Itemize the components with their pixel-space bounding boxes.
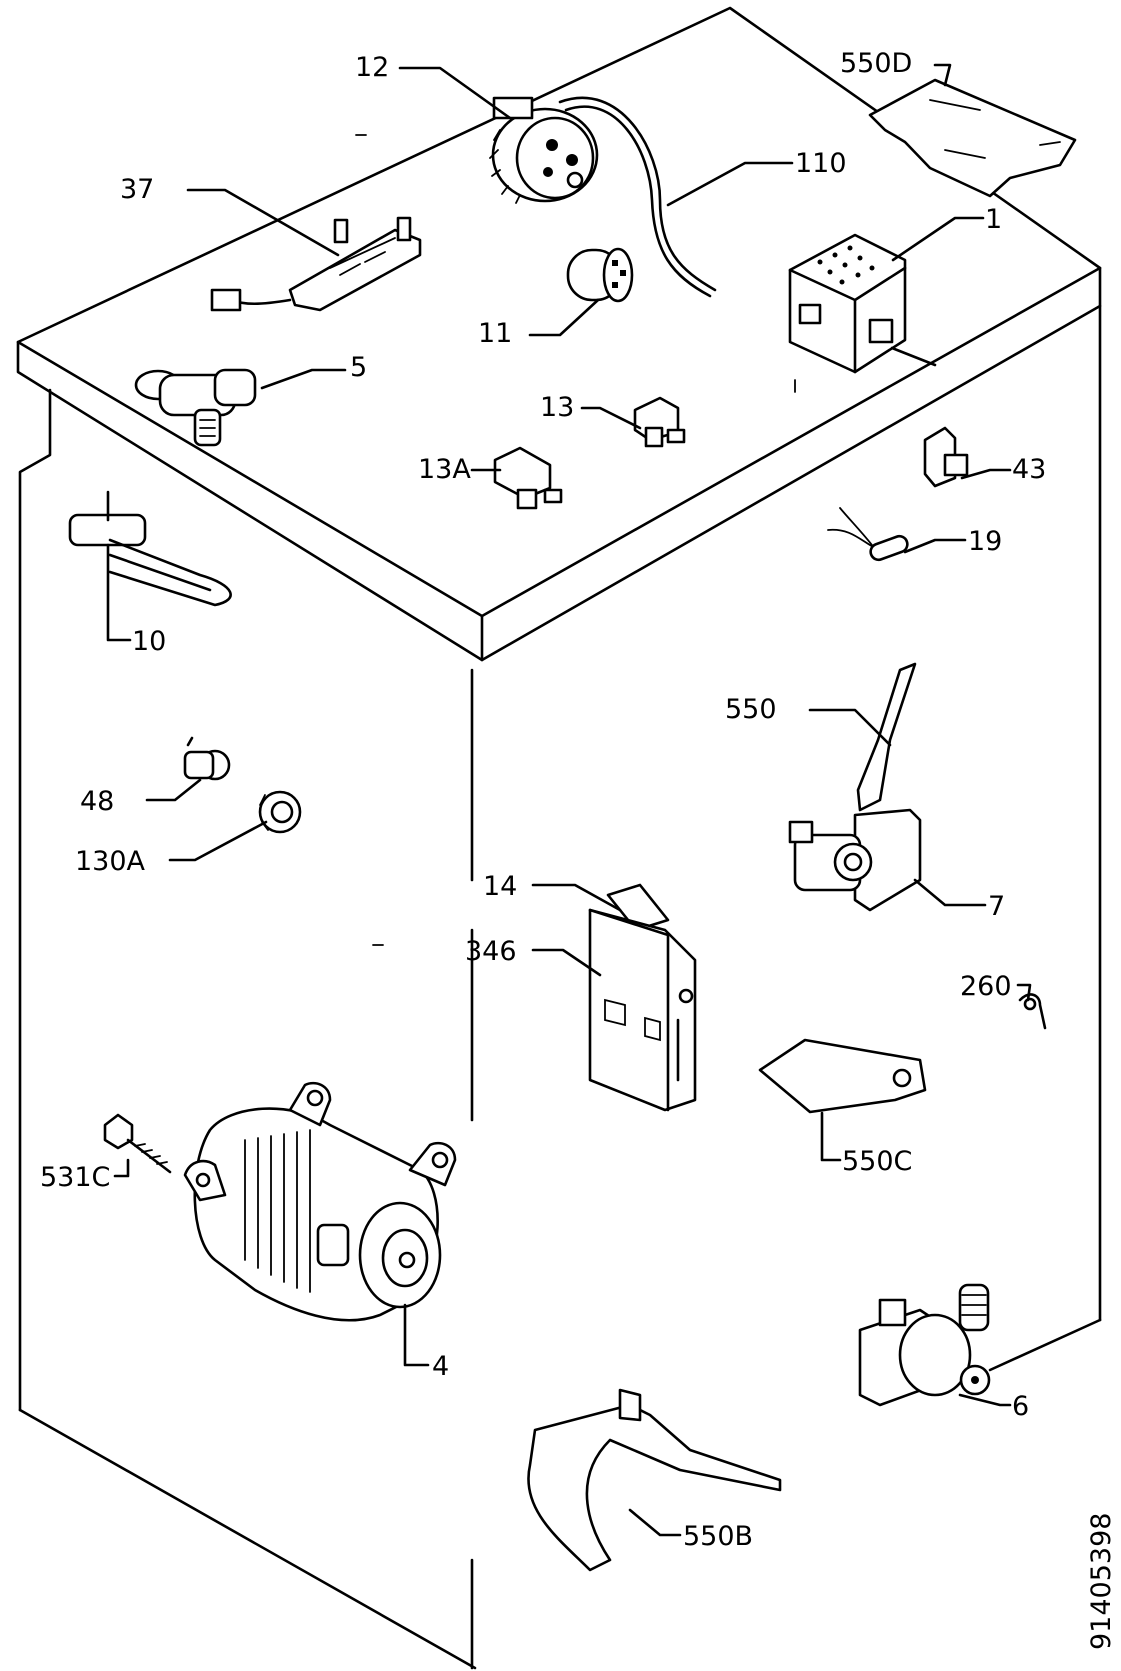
label-13A: 13A — [418, 454, 471, 485]
label-550D: 550D — [840, 48, 912, 79]
label-550B: 550B — [683, 1521, 753, 1552]
label-13: 13 — [540, 392, 574, 423]
part-260-clip — [1018, 993, 1047, 1030]
part-110-cable — [558, 96, 717, 298]
part-12-selector — [489, 96, 599, 204]
part-6-drain-pump — [858, 1283, 991, 1407]
label-110: 110 — [795, 148, 847, 179]
label-550: 550 — [725, 694, 777, 725]
label-531C: 531C — [40, 1162, 110, 1193]
part-10-heater — [68, 490, 232, 607]
part-19-sensor — [827, 507, 909, 562]
figure-id: 91405398 — [1086, 1513, 1117, 1650]
part-7-pump-assembly — [788, 808, 922, 912]
label-10: 10 — [132, 626, 166, 657]
part-4-motor — [183, 1081, 457, 1322]
part-550B-bracket — [527, 1388, 782, 1572]
leader-lines — [106, 63, 1032, 1537]
label-260: 260 — [960, 971, 1012, 1002]
part-550-lever — [856, 662, 917, 812]
part-13-connector — [633, 396, 686, 448]
label-11: 11 — [478, 318, 512, 349]
label-12: 12 — [355, 52, 389, 83]
label-14: 14 — [483, 871, 517, 902]
label-7: 7 — [988, 891, 1005, 922]
label-4: 4 — [432, 1351, 449, 1382]
label-43: 43 — [1012, 454, 1046, 485]
part-550C-plate — [758, 1038, 927, 1114]
cabinet-outline — [16, 6, 1102, 1670]
part-1-timer — [788, 233, 937, 374]
label-1: 1 — [985, 204, 1002, 235]
label-19: 19 — [968, 526, 1002, 557]
part-43-switch — [923, 426, 969, 488]
part-5-inlet-valve — [134, 368, 257, 447]
part-14-bracket — [606, 883, 670, 932]
part-48-indicator — [183, 736, 231, 781]
part-346-module — [588, 908, 697, 1112]
part-11-capacitor — [566, 247, 634, 303]
label-6: 6 — [1012, 1391, 1029, 1422]
label-130A: 130A — [75, 846, 146, 877]
part-13A-connector — [493, 446, 563, 510]
part-550D-plate — [868, 78, 1077, 198]
label-5: 5 — [350, 352, 367, 383]
part-130A-nut — [258, 790, 302, 834]
label-48: 48 — [80, 786, 114, 817]
label-37: 37 — [120, 174, 154, 205]
part-531C-screw — [103, 1113, 172, 1174]
part-labels: 12 550D 37 110 1 11 5 13 13A 43 19 10 55… — [40, 48, 1117, 1650]
label-346: 346 — [465, 936, 517, 967]
part-37-interlock — [210, 216, 422, 312]
label-550C: 550C — [842, 1146, 912, 1177]
